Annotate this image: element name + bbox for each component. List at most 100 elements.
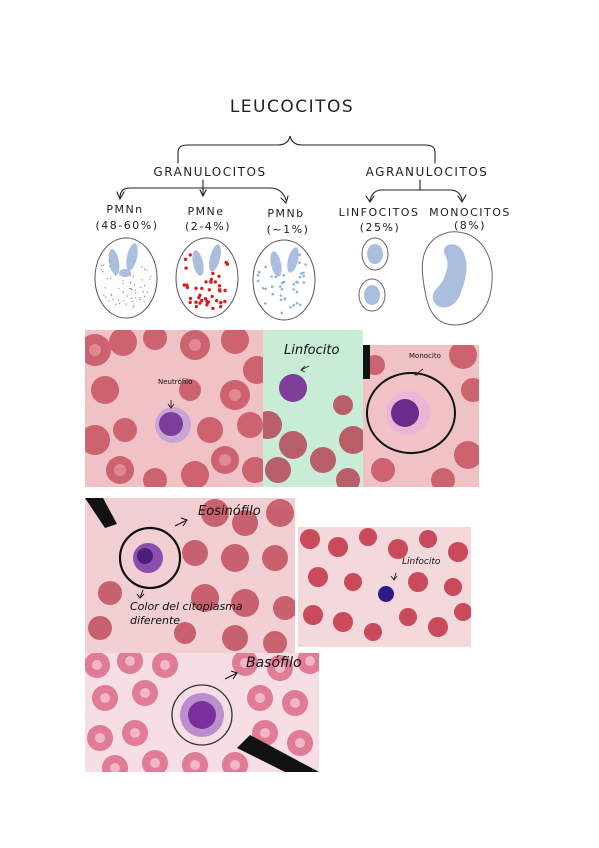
neutrophil-granule <box>123 300 125 302</box>
neutrophil-granule <box>122 291 124 293</box>
neutrophil-granule <box>135 292 137 294</box>
basophil-granule <box>264 287 267 291</box>
eosinophil-granule <box>211 271 215 276</box>
basophil-granule <box>296 281 299 284</box>
granulocitos-branch <box>119 187 287 201</box>
red-blood-cell-center <box>255 693 265 703</box>
neutrophil-granule <box>144 295 146 297</box>
label-monocito: Monocito <box>409 352 441 360</box>
neutrophil-granule <box>104 287 106 289</box>
basophil-granule <box>280 288 284 291</box>
label-eosinofilo: Eosinófilo <box>198 504 261 519</box>
neutrophil-granule <box>130 297 132 299</box>
label-linfocito-2: Linfocito <box>402 557 441 567</box>
neutrophil-granule <box>122 280 124 282</box>
red-blood-cell-center <box>150 758 160 768</box>
basophil-granule <box>270 275 273 278</box>
photo-basophil <box>85 653 319 772</box>
eosinophil-granule <box>200 298 204 303</box>
neutrophil-granule <box>129 274 131 276</box>
neutrophil-granule <box>105 296 107 298</box>
eosinophil-granule <box>188 296 193 301</box>
basophil-granule <box>279 285 282 288</box>
photo-neutrophil <box>85 330 263 487</box>
neutrophil-granule <box>112 298 114 300</box>
neutrophil-granule <box>126 295 128 297</box>
eosinophil-granule <box>211 306 215 311</box>
neutrophil-granule <box>125 303 127 305</box>
neutrophil-granule <box>140 286 142 288</box>
eosinophil-granule <box>219 300 223 305</box>
agranulocitos-label: AGRANULOCITOS <box>366 165 489 179</box>
eosinophil-drawing <box>175 237 239 319</box>
neutrophil-granule <box>150 276 152 278</box>
red-blood-cell-center <box>110 763 120 772</box>
leucocitos-diagram: LEUCOCITOS GRANULOCITOS AGRANULOCITOS PM… <box>94 97 511 326</box>
neutrophil-granule <box>130 287 132 290</box>
eosinophil-granule <box>182 283 186 287</box>
pmne-pct: (2-4%) <box>185 220 231 233</box>
neutrophil-granule <box>142 291 144 293</box>
basophil-granule <box>257 270 261 274</box>
basophil-granule <box>270 285 274 289</box>
basophil-granule <box>292 288 296 291</box>
basophil-granule <box>283 297 287 301</box>
red-blood-cell-center <box>92 660 102 670</box>
basophil-granule <box>295 301 299 305</box>
red-blood-cell-center <box>130 728 140 738</box>
red-blood-cell-center <box>190 760 200 770</box>
red-blood-cell-center <box>295 738 305 748</box>
pmnb-name: PMNb <box>267 207 304 220</box>
neutrophil-granule <box>149 278 151 280</box>
neutrophil-granule <box>103 294 105 296</box>
neutrophil-granule <box>144 268 146 270</box>
eosinophil-granule <box>213 280 218 284</box>
neutrophil-granule <box>111 295 113 297</box>
eosinophil-granule <box>188 300 192 305</box>
label-citoplasma-1: Color del citoplasma <box>130 600 243 613</box>
granulocitos-label: GRANULOCITOS <box>153 165 266 179</box>
neutrophil-granule <box>130 289 132 291</box>
basophil-granule <box>302 281 306 284</box>
eosinophil-granule <box>224 260 228 265</box>
photo-eosinophil <box>85 498 295 653</box>
basophil-granule <box>298 261 301 264</box>
eosinophil-granule <box>183 257 188 261</box>
basophil-granule <box>292 303 296 307</box>
neutrophil-granule <box>134 284 136 286</box>
basophil-granule <box>261 287 265 290</box>
eosinophil-granule <box>203 297 208 301</box>
eosinophil-granule <box>210 294 214 299</box>
red-blood-cell-center <box>140 688 150 698</box>
basophil-granule <box>302 274 306 278</box>
neutrophil-granule <box>141 266 143 268</box>
eosinophil-granule <box>194 300 198 304</box>
neutrophil-granule <box>128 287 130 289</box>
label-citoplasma-2: diferente <box>130 614 181 627</box>
basophil-granule <box>263 302 267 305</box>
label-linfocito-1: Linfocito <box>284 343 340 358</box>
red-blood-cell-center <box>260 728 270 738</box>
eosinophil-granule <box>217 284 222 288</box>
neutrophil-granule <box>134 289 136 291</box>
basophil-granule <box>300 272 303 275</box>
neutrophil-granule <box>109 277 112 279</box>
neutrophil-granule <box>103 264 105 266</box>
basophil-granule <box>271 292 275 296</box>
neutrophil-granule <box>146 291 148 293</box>
neutrophil-granule <box>117 299 120 301</box>
basophil-granule <box>304 263 307 266</box>
root-title: LEUCOCITOS <box>230 97 354 117</box>
pmnb-pct: (~1%) <box>267 223 310 236</box>
neutrophil-granule <box>139 297 141 299</box>
red-blood-cell-center <box>125 656 135 666</box>
lymphocyte-drawing <box>358 237 389 312</box>
monocitos-name: MONOCITOS <box>429 206 511 219</box>
basophil-granule <box>298 275 302 279</box>
neutrophil-granule <box>109 265 111 267</box>
eosinophil-granule <box>207 288 211 292</box>
photo-lymphocyte <box>263 330 363 487</box>
red-blood-cell-center <box>290 698 300 708</box>
red-blood-cell-center <box>95 733 105 743</box>
red-blood-cell-center <box>305 656 315 666</box>
